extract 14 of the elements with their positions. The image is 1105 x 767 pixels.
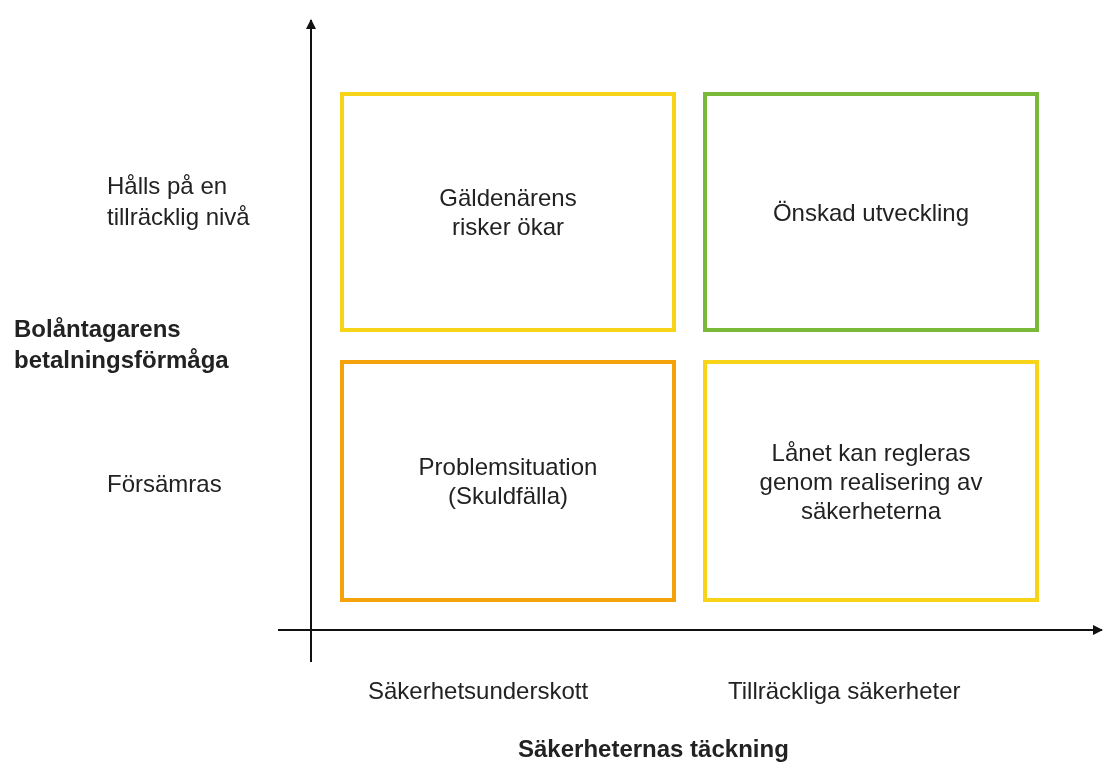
quadrant-box [340,92,676,332]
axis-title: Bolåntagarens betalningsförmåga [14,314,230,375]
quadrant-text: Lånet kan regleras genom realisering av säkerheterna [758,437,984,525]
axis-tick-label: Säkerhetsunderskott [368,676,589,706]
quadrant-box [703,360,1039,602]
quadrant-text: Gäldenärens risker ökar [438,183,578,241]
quadrant-text: Problemsituation (Skuldfälla) [417,452,599,510]
quadrant-text: Önskad utveckling [772,197,970,227]
quadrant-box [703,92,1039,332]
axis-tick-label: Hålls på en tillräcklig nivå [107,171,251,232]
axis-tick-label: Försämras [107,469,222,499]
axis-title: Säkerheternas täckning [518,734,789,764]
axis-tick-label: Tillräckliga säkerheter [728,676,961,706]
quadrant-box [340,360,676,602]
